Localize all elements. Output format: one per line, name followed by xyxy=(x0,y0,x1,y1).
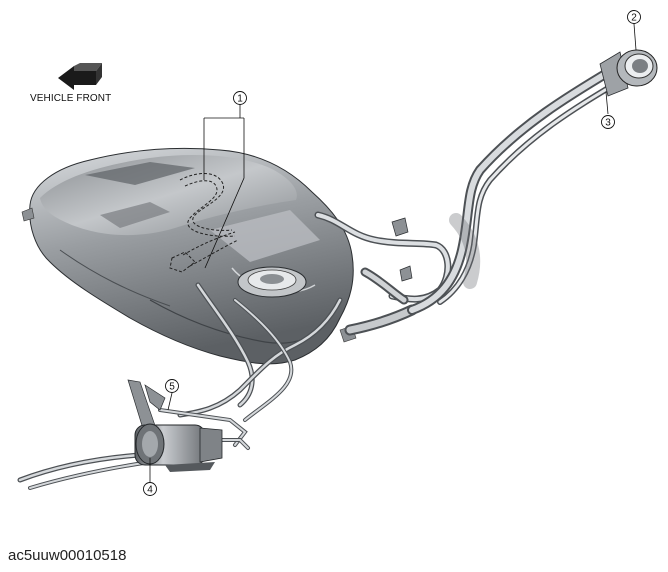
charcoal-canister xyxy=(134,423,223,472)
fuel-tank xyxy=(21,147,357,365)
vehicle-front-arrow-icon xyxy=(58,63,102,90)
document-id: ac5uuw00010518 xyxy=(8,547,127,564)
callout-5: 5 xyxy=(165,379,179,393)
filler-pipes xyxy=(314,65,618,336)
fuel-filler-neck xyxy=(599,49,658,97)
callout-1: 1 xyxy=(233,91,247,105)
svg-text:2: 2 xyxy=(631,13,637,24)
svg-text:3: 3 xyxy=(605,118,611,129)
svg-text:4: 4 xyxy=(147,485,153,496)
fuel-lines xyxy=(17,282,343,490)
vehicle-front-label: VEHICLE FRONT xyxy=(30,93,112,104)
svg-text:1: 1 xyxy=(237,94,243,105)
callout-2: 2 xyxy=(627,10,641,24)
leader-lines xyxy=(149,23,637,482)
callout-4: 4 xyxy=(143,482,157,496)
callout-3: 3 xyxy=(601,115,615,129)
svg-text:5: 5 xyxy=(169,382,175,393)
